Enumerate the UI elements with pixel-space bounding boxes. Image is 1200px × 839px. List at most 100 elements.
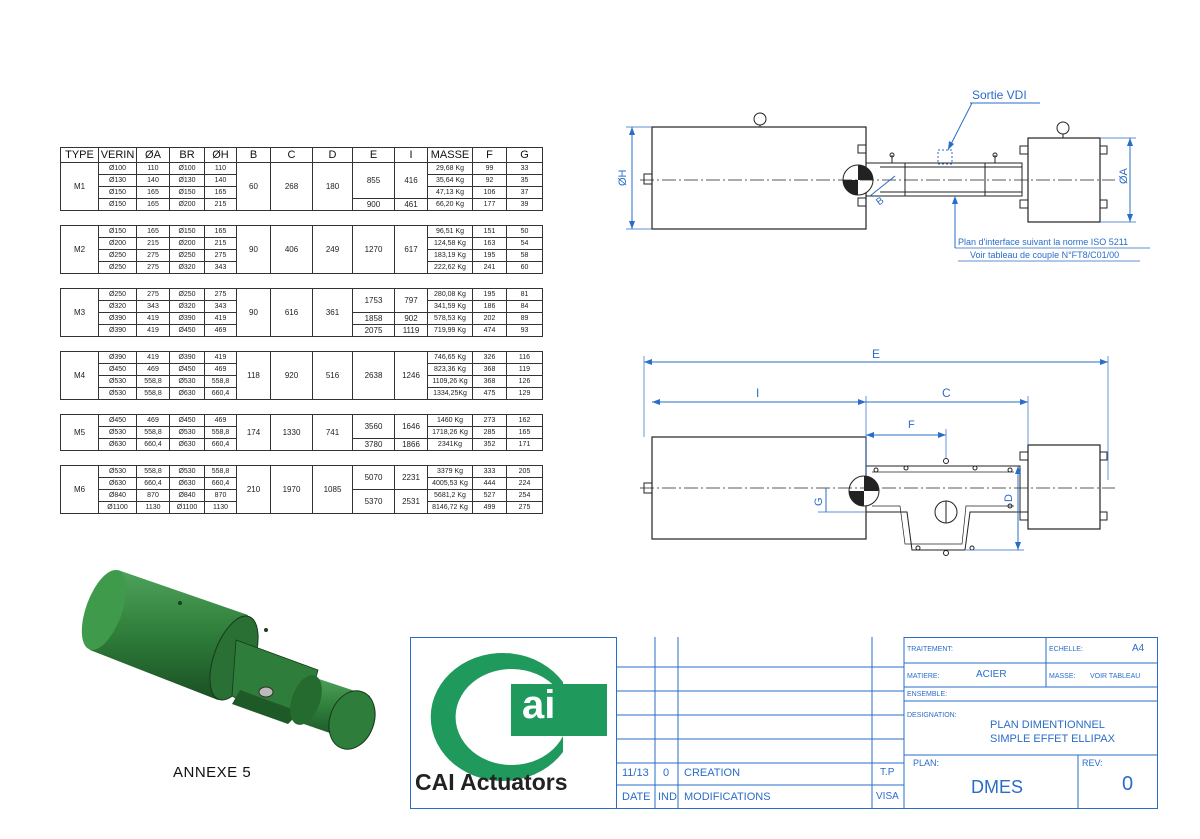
- designation-line1: PLAN DIMENTIONNEL: [990, 719, 1105, 731]
- plan-label: PLAN:: [913, 758, 940, 768]
- table-cell: Ø130: [169, 174, 205, 187]
- sortie-vdi-label: Sortie VDI: [972, 88, 1027, 102]
- dim-h-label: ØH: [617, 169, 629, 186]
- table-cell: Ø100: [169, 162, 205, 175]
- echelle-label: ECHELLE:: [1049, 646, 1083, 653]
- table-cell: Ø100: [98, 162, 137, 175]
- table-cell: 870: [204, 489, 237, 502]
- e-cell: 1753: [352, 288, 395, 313]
- table-cell: 352: [472, 438, 507, 451]
- designation-line2: SIMPLE EFFET ELLIPAX: [990, 733, 1115, 745]
- table-cell: 660,4: [136, 438, 170, 451]
- table-cell: 280,08 Kg: [427, 288, 473, 301]
- table-cell: Ø840: [98, 489, 137, 502]
- table-cell: 140: [204, 174, 237, 187]
- i-cell: 1866: [394, 438, 428, 451]
- table-cell: Ø150: [98, 186, 137, 199]
- table-cell: 3379 Kg: [427, 465, 473, 478]
- i-cell: 1119: [394, 324, 428, 337]
- table-cell: Ø630: [98, 477, 137, 490]
- table-cell: 165: [204, 186, 237, 199]
- i-cell: 1246: [394, 351, 428, 400]
- table-cell: 99: [472, 162, 507, 175]
- e-cell: 900: [352, 198, 395, 211]
- col-visa: VISA: [876, 791, 899, 802]
- table-cell: 558,8: [136, 387, 170, 400]
- d-cell: 516: [312, 351, 353, 400]
- e-cell: 3780: [352, 438, 395, 451]
- table-cell: 469: [136, 363, 170, 376]
- table-cell: 285: [472, 426, 507, 439]
- matiere-label: MATIERE:: [907, 673, 940, 680]
- column-header: I: [394, 147, 428, 163]
- center-mark: [842, 164, 874, 196]
- table-cell: Ø320: [169, 300, 205, 313]
- dim-f-label: F: [908, 419, 915, 431]
- lifting-eye: [753, 112, 767, 126]
- table-cell: 116: [506, 351, 543, 364]
- table-cell: 326: [472, 351, 507, 364]
- group-separator: [60, 336, 543, 352]
- dim-a-label: ØA: [1118, 167, 1130, 184]
- d-cell: 361: [312, 288, 353, 337]
- table-cell: 558,8: [204, 465, 237, 478]
- table-cell: Ø530: [98, 426, 137, 439]
- table-cell: Ø390: [169, 312, 205, 325]
- table-cell: 215: [204, 237, 237, 250]
- table-cell: Ø390: [98, 324, 137, 337]
- table-cell: 444: [472, 477, 507, 490]
- table-cell: 254: [506, 489, 543, 502]
- table-cell: Ø530: [169, 375, 205, 388]
- table-cell: Ø1100: [98, 501, 137, 514]
- column-header: ØH: [204, 147, 237, 163]
- table-cell: 129: [506, 387, 543, 400]
- table-cell: 177: [472, 198, 507, 211]
- group-separator: [60, 273, 543, 289]
- col-date: DATE: [622, 791, 651, 803]
- table-cell: 35: [506, 174, 543, 187]
- table-cell: 163: [472, 237, 507, 250]
- table-cell: 499: [472, 501, 507, 514]
- e-cell: 855: [352, 162, 395, 199]
- table-cell: 2341Kg: [427, 438, 473, 451]
- interface-note-2: Voir tableau de couple N°FT8/C01/00: [970, 250, 1119, 260]
- type-cell: M5: [60, 414, 99, 451]
- table-cell: 165: [136, 225, 170, 238]
- table-cell: 92: [472, 174, 507, 187]
- i-cell: 902: [394, 312, 428, 325]
- table-cell: Ø450: [169, 414, 205, 427]
- table-cell: 124,58 Kg: [427, 237, 473, 250]
- table-cell: Ø250: [98, 288, 137, 301]
- table-cell: 275: [136, 261, 170, 274]
- table-cell: 469: [204, 324, 237, 337]
- table-cell: 54: [506, 237, 543, 250]
- table-cell: 419: [136, 351, 170, 364]
- plan-value: DMES: [971, 777, 1024, 797]
- table-cell: Ø200: [169, 237, 205, 250]
- group-separator: [60, 210, 543, 226]
- table-cell: 195: [472, 249, 507, 262]
- table-cell: 558,8: [204, 375, 237, 388]
- title-block: ai CAI Actuators 11/13 0 CREATION T.P DA…: [410, 637, 1158, 809]
- table-cell: 195: [472, 288, 507, 301]
- type-cell: M2: [60, 225, 99, 274]
- table-cell: 222,62 Kg: [427, 261, 473, 274]
- rev-value: 0: [1122, 773, 1134, 795]
- cylinder-body: [651, 126, 867, 230]
- table-cell: 660,4: [204, 477, 237, 490]
- i-cell: 1646: [394, 414, 428, 439]
- table-cell: 343: [204, 261, 237, 274]
- echelle-value: A4: [1132, 643, 1145, 654]
- rev-date: 11/13: [622, 767, 649, 779]
- table-cell: Ø840: [169, 489, 205, 502]
- table-cell: 241: [472, 261, 507, 274]
- table-cell: Ø150: [169, 225, 205, 238]
- table-cell: Ø1100: [169, 501, 205, 514]
- e-cell: 3560: [352, 414, 395, 439]
- table-cell: Ø320: [98, 300, 137, 313]
- type-cell: M6: [60, 465, 99, 514]
